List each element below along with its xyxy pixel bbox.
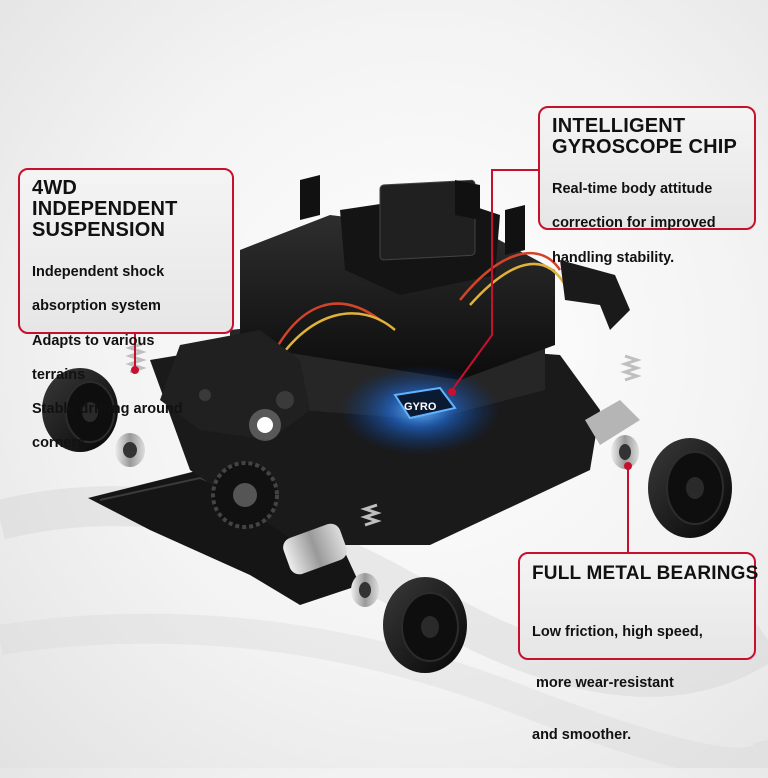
callout-bearings-title: FULL METAL BEARINGS [532, 563, 759, 584]
gyro-chip-label: GYRO [404, 401, 437, 413]
wheel-rear-right [648, 438, 732, 538]
callout-gyroscope-body: Real-time body attitude correction for i… [552, 164, 742, 284]
callout-gyroscope-title: INTELLIGENT GYROSCOPE CHIP [552, 115, 738, 158]
battery-box [240, 175, 555, 380]
bearings-line-3: and smoother. [532, 726, 632, 743]
gyro-line-2: correction for improved [552, 215, 716, 232]
rear-arm [560, 260, 640, 445]
gyro-line-1: Real-time body attitude [552, 181, 713, 198]
suspension-line-3: Adapts to various [32, 332, 155, 349]
leader-gyro [451, 169, 538, 391]
callout-bearings: FULL METAL BEARINGS Low friction, high s… [518, 552, 759, 743]
suspension-line-4: terrains [32, 366, 86, 383]
suspension-line-5: Stable drifting around [32, 400, 183, 417]
gyro-line-3: handling stability. [552, 249, 675, 266]
callout-gyroscope: INTELLIGENT GYROSCOPE CHIP Real-time bod… [538, 106, 756, 266]
suspension-line-2: absorption system [32, 298, 161, 315]
metal-bearings [115, 433, 639, 607]
suspension-line-6: corners [32, 435, 86, 452]
callout-suspension-title: 4WD INDEPENDENT SUSPENSION [32, 177, 178, 241]
front-steering-plate [160, 330, 310, 441]
callout-suspension: 4WD INDEPENDENT SUSPENSION Independent s… [18, 168, 234, 451]
gyro-chip: GYRO [340, 365, 500, 455]
callout-suspension-body: Independent shock absorption system Adap… [32, 247, 220, 469]
bearings-line-1: Low friction, high speed, [532, 624, 703, 641]
wiring [268, 252, 567, 366]
callout-leaders [131, 169, 632, 552]
bearings-line-2: more wear-resistant [532, 675, 674, 692]
suspension-line-1: Independent shock [32, 264, 165, 281]
wheel-front-right [383, 577, 467, 673]
gear-assembly [211, 461, 347, 575]
wheel-front-left [42, 368, 118, 452]
callout-bearings-body: Low friction, high speed, more wear-resi… [532, 590, 742, 778]
